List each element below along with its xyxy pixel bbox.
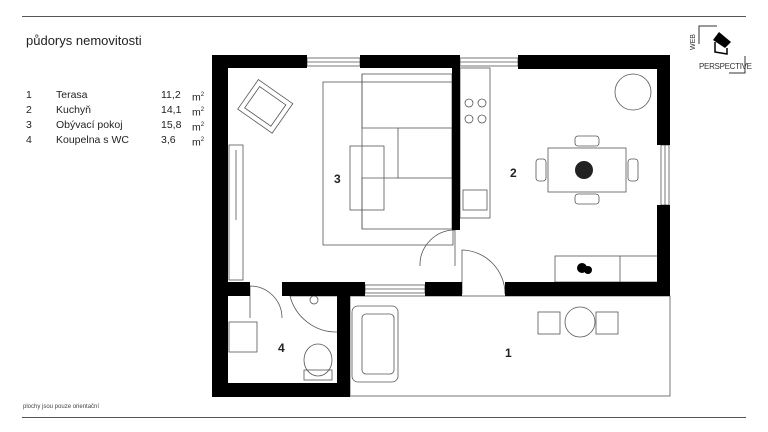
wardrobe bbox=[228, 144, 244, 281]
legend-area: 3,6 bbox=[161, 134, 176, 146]
legend-num: 1 bbox=[26, 89, 32, 101]
legend-num: 3 bbox=[26, 119, 32, 131]
legend-unit: m2 bbox=[192, 121, 205, 134]
door-entry bbox=[461, 249, 506, 295]
dining-table bbox=[547, 147, 627, 193]
terrace-chair bbox=[537, 311, 561, 335]
sofa bbox=[361, 73, 453, 230]
legend-unit: m2 bbox=[192, 106, 205, 119]
coffee-table bbox=[349, 145, 385, 211]
terrace-sofa bbox=[351, 305, 399, 383]
legend-unit: m2 bbox=[192, 91, 205, 104]
door-kitchen bbox=[419, 229, 456, 267]
toilet bbox=[303, 343, 333, 377]
legend-name: Terasa bbox=[56, 89, 88, 101]
legend-num: 2 bbox=[26, 104, 32, 116]
sink bbox=[462, 189, 488, 211]
door-bathroom bbox=[249, 285, 283, 319]
room-label-3: 3 bbox=[334, 172, 341, 186]
terrace-chair bbox=[595, 311, 619, 335]
washbasin bbox=[228, 321, 258, 353]
room-label-2: 2 bbox=[510, 166, 517, 180]
legend-row: 1 Terasa 11,2 m2 bbox=[26, 89, 204, 104]
legend-row: 2 Kuchyň 14,1 m2 bbox=[26, 104, 204, 119]
legend-name: Obývací pokoj bbox=[56, 119, 123, 131]
logo-text-perspective: PERSPECTIVE bbox=[699, 62, 752, 71]
plant bbox=[614, 73, 652, 111]
terrace-table bbox=[564, 306, 596, 338]
legend-row: 4 Koupelna s WC 3,6 m2 bbox=[26, 134, 204, 149]
top-rule bbox=[22, 16, 746, 17]
room-label-4: 4 bbox=[278, 341, 285, 355]
legend-area: 15,8 bbox=[161, 119, 182, 131]
legend-area: 14,1 bbox=[161, 104, 182, 116]
house-icon bbox=[713, 32, 731, 48]
legend-area: 11,2 bbox=[161, 89, 181, 101]
kitchen-counter bbox=[459, 67, 491, 219]
sideboard bbox=[554, 255, 659, 283]
bottom-rule bbox=[22, 417, 746, 418]
legend-row: 3 Obývací pokoj 15,8 m2 bbox=[26, 119, 204, 134]
legend-name: Koupelna s WC bbox=[56, 134, 129, 146]
shower bbox=[289, 295, 339, 333]
walls bbox=[212, 55, 670, 397]
page-title: půdorys nemovitosti bbox=[26, 33, 142, 48]
room-legend: 1 Terasa 11,2 m2 2 Kuchyň 14,1 m2 3 Obývací pok… bbox=[26, 89, 204, 149]
brand-logo bbox=[698, 25, 746, 74]
legend-name: Kuchyň bbox=[56, 104, 92, 116]
legend-unit: m2 bbox=[192, 136, 205, 149]
legend-num: 4 bbox=[26, 134, 32, 146]
armchair bbox=[237, 79, 294, 134]
room-label-1: 1 bbox=[505, 346, 512, 360]
footer-note: plochy jsou pouze orientační bbox=[23, 404, 100, 410]
rug bbox=[322, 81, 454, 246]
